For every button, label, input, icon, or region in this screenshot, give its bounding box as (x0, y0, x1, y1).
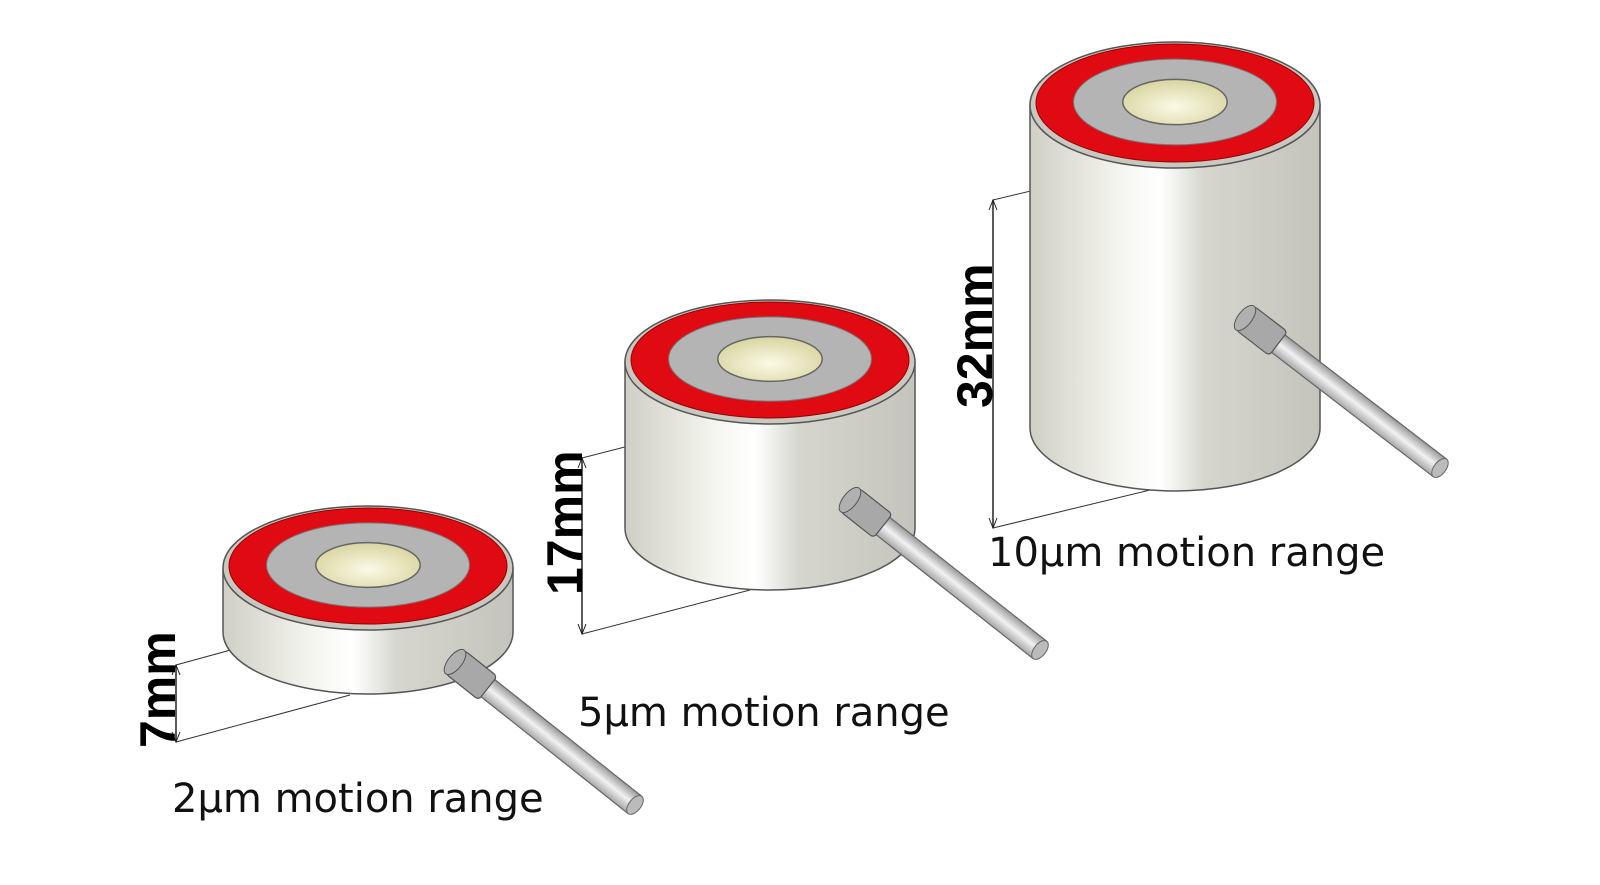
height-label-medium: 17mm (537, 450, 593, 595)
arrow-icon (577, 623, 587, 636)
dimension-extension-line (175, 694, 351, 743)
arrow-icon (988, 198, 998, 211)
arrow-icon (988, 517, 998, 530)
cylinder-body (1029, 104, 1321, 492)
lead-wire-end (1031, 640, 1049, 660)
electrical-lead (838, 486, 1049, 660)
electrical-lead (443, 648, 644, 815)
center-bore-hole (717, 335, 823, 383)
height-label-small: 7mm (130, 631, 186, 748)
actuator-medium (577, 299, 1049, 660)
range-label-medium: 5µm motion range (578, 690, 950, 736)
range-label-small: 2µm motion range (172, 776, 544, 822)
range-label-large: 10µm motion range (988, 530, 1385, 576)
dimension-extension-line (992, 489, 1151, 529)
actuator-small (171, 505, 644, 815)
arrow-icon (171, 663, 181, 676)
center-bore-hole (1122, 78, 1228, 126)
lead-wire-end (1431, 458, 1449, 478)
electrical-lead (1233, 304, 1449, 478)
height-label-large: 32mm (947, 263, 1003, 408)
center-bore-hole (315, 541, 421, 589)
lead-wire-end (626, 795, 644, 815)
lead-sleeve-end (838, 486, 862, 514)
arrow-icon (577, 456, 587, 469)
arrow-icon (171, 731, 181, 744)
actuator-large (988, 41, 1449, 530)
lead-sleeve-end (1233, 304, 1257, 332)
dimension-extension-line (581, 589, 751, 635)
lead-sleeve-end (443, 648, 467, 676)
